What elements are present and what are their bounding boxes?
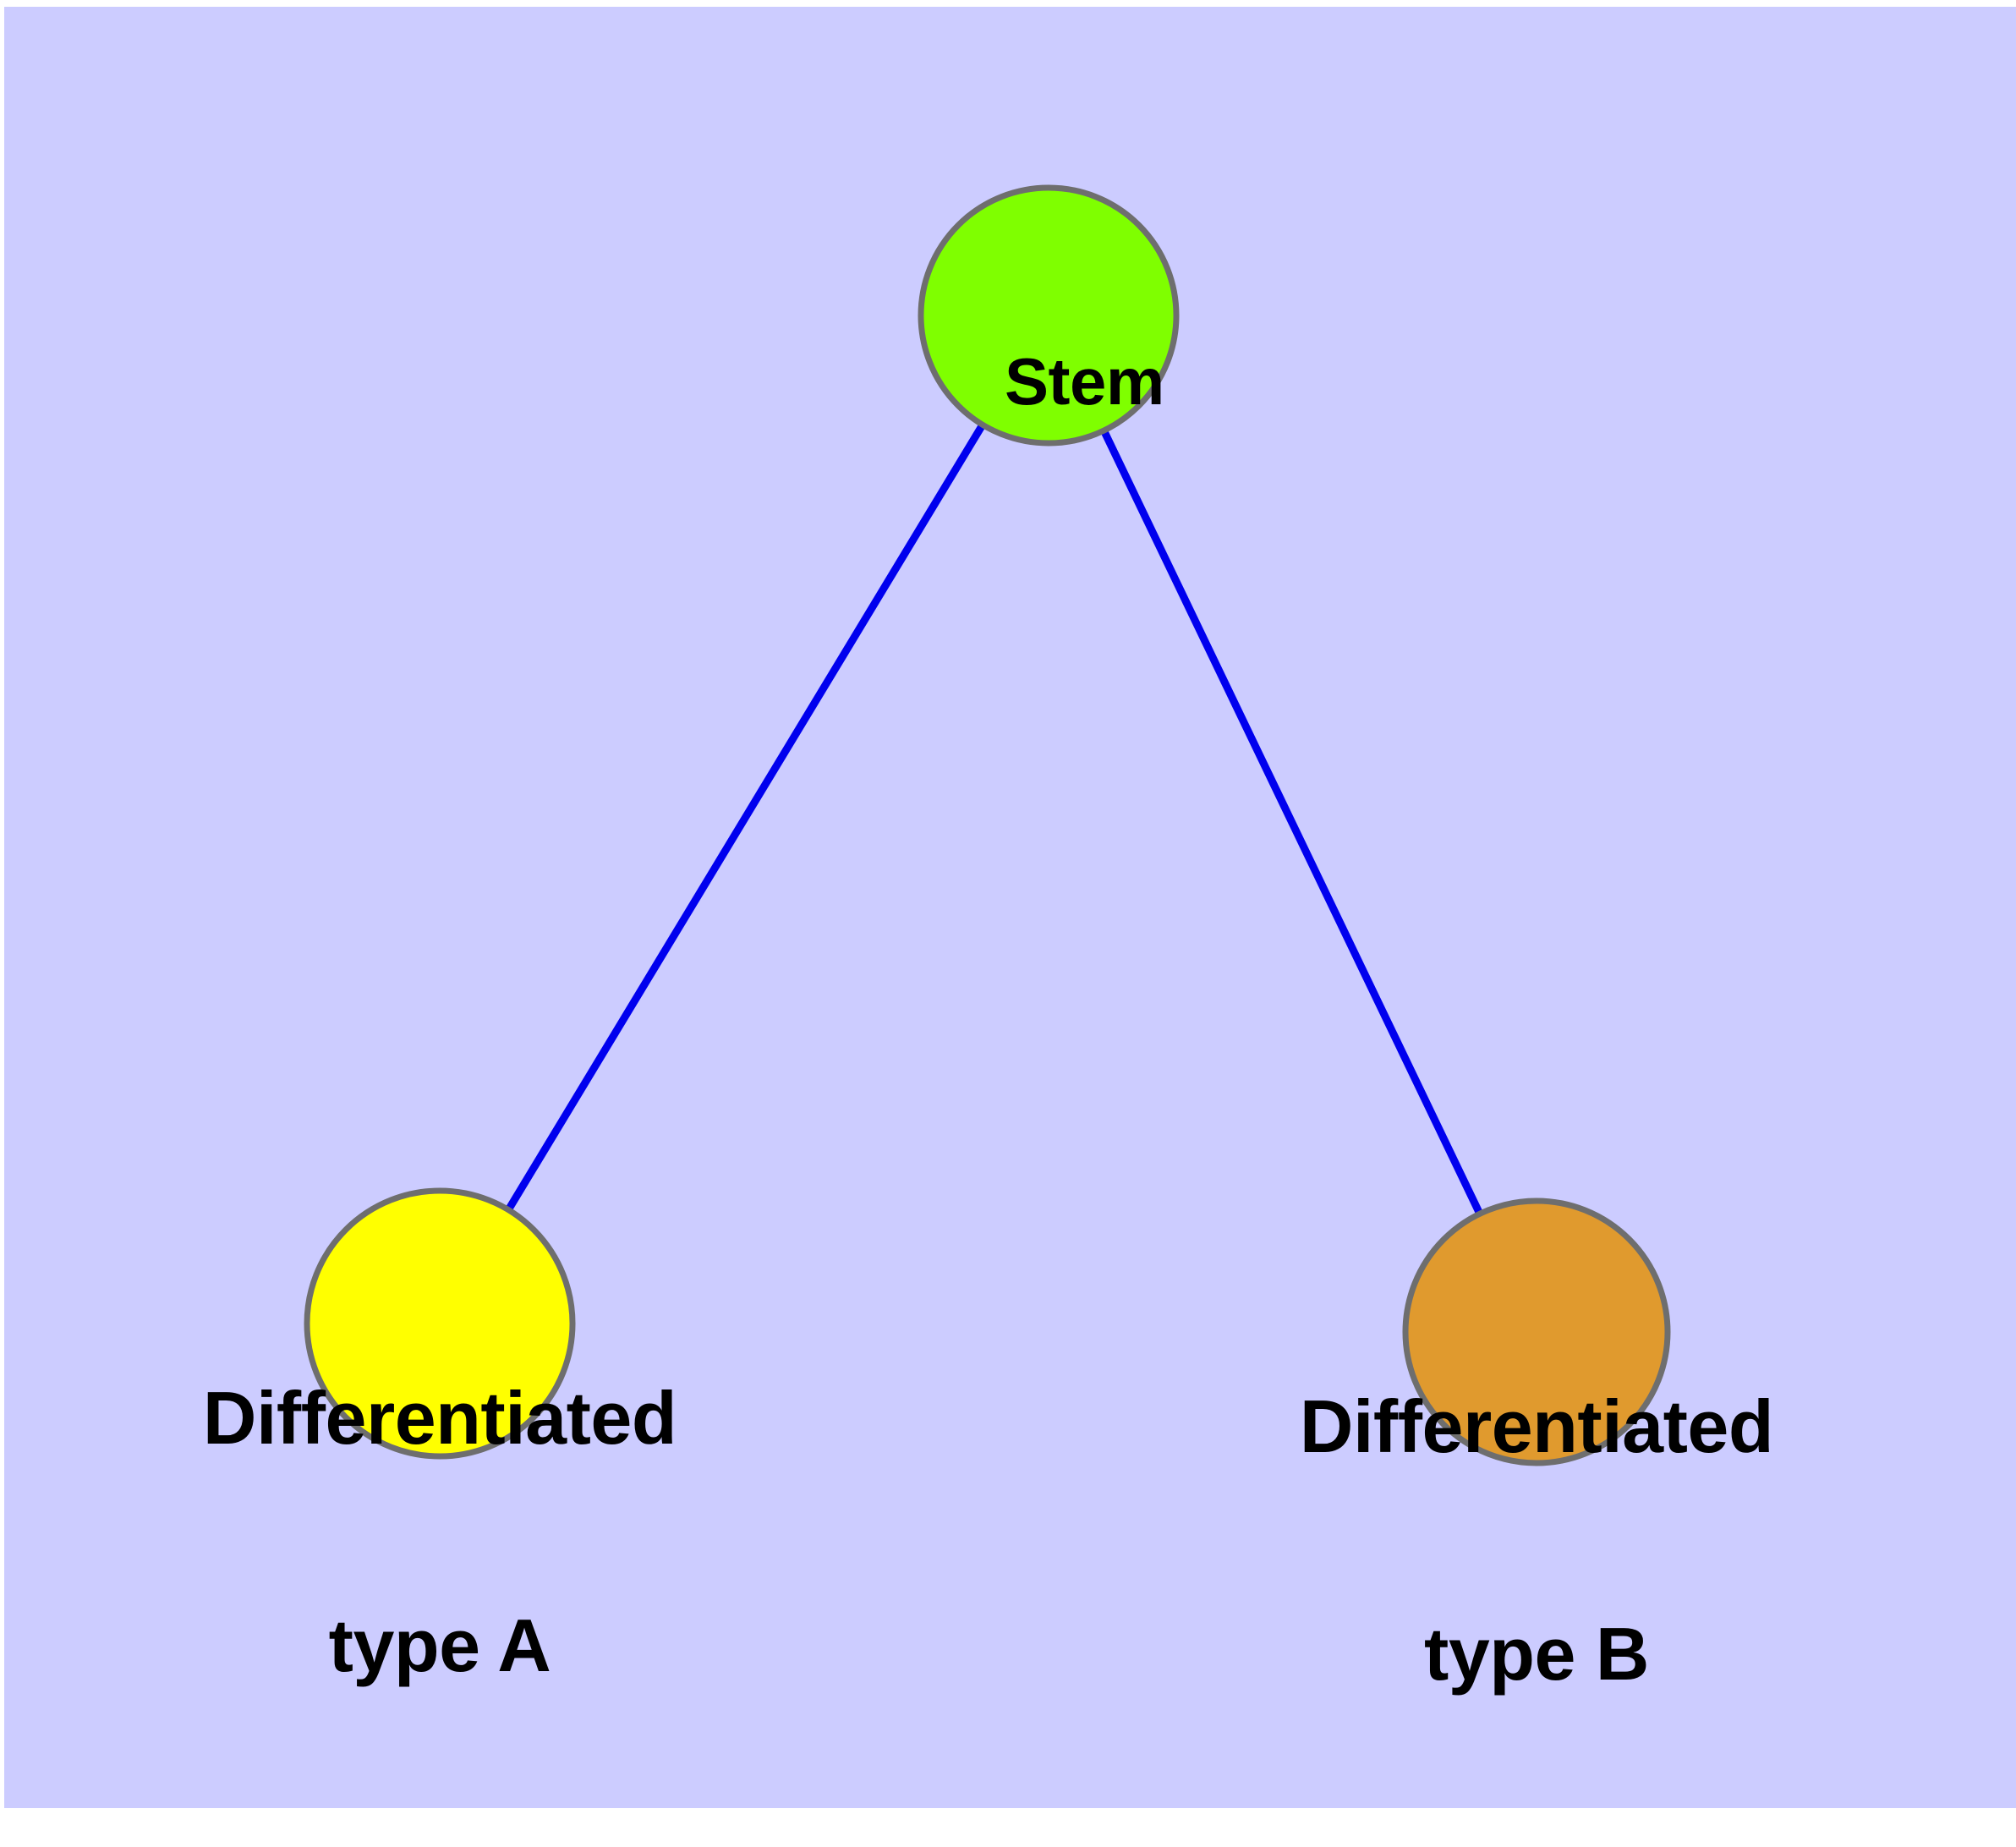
figure-canvas: Stem Differentiated type A Differentiate… [4, 7, 2016, 1808]
edge-stem-to-type-a[interactable] [503, 419, 988, 1215]
graph-svg [304, 184, 1671, 1466]
node-differentiated-type-b[interactable] [1402, 1198, 1671, 1466]
node-differentiated-type-a[interactable] [304, 1187, 576, 1460]
node-layer [304, 184, 1671, 1466]
edge-layer [503, 419, 1485, 1219]
node-stem[interactable] [918, 184, 1180, 447]
edge-stem-to-type-b[interactable] [1098, 425, 1485, 1219]
